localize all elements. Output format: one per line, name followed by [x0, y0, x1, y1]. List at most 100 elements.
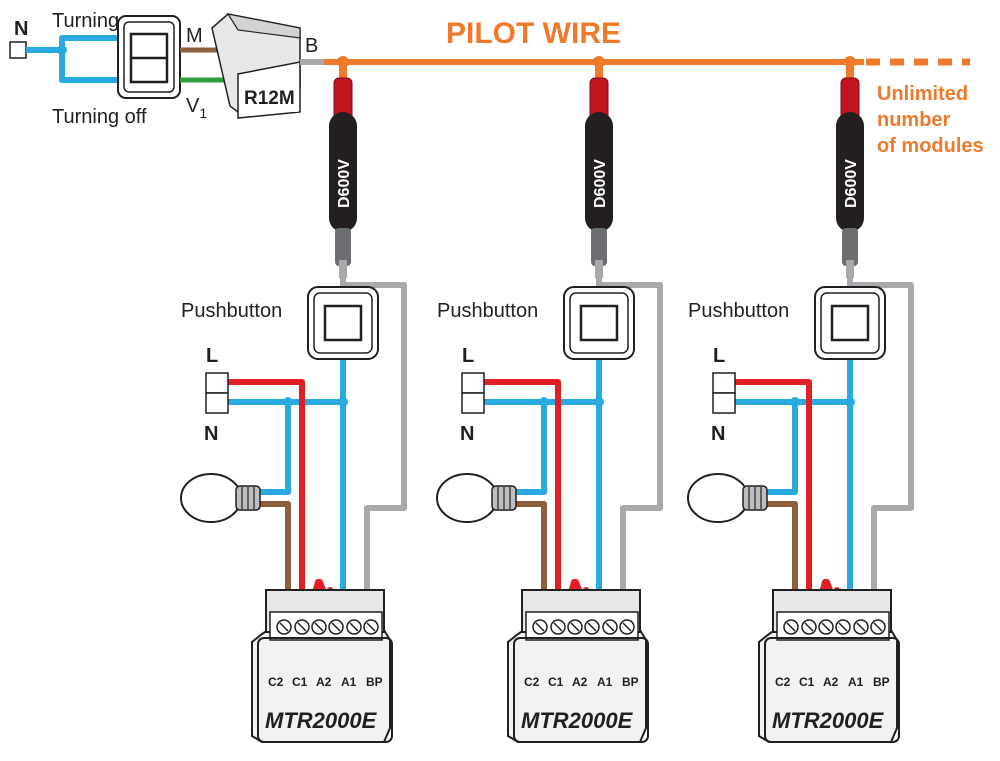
l-terminal — [712, 372, 736, 394]
terminal-label-c1: C1 — [548, 675, 564, 689]
v-label: V — [186, 95, 200, 117]
n-terminal-label: N — [14, 18, 28, 40]
n-label: N — [460, 423, 474, 445]
pushbutton-label: Pushbutton — [437, 300, 538, 322]
screw-slot — [786, 622, 796, 632]
terminal-label-a1: A1 — [848, 675, 864, 689]
screw-slot — [366, 622, 376, 632]
module-outline — [513, 637, 649, 743]
diode-tail — [339, 260, 347, 278]
screw-slot — [570, 622, 580, 632]
pushbutton-key — [323, 304, 363, 342]
screw-slot — [622, 622, 632, 632]
terminal-label-c1: C1 — [292, 675, 308, 689]
module-outline — [257, 637, 393, 743]
l-terminal — [205, 372, 229, 394]
screw-slot — [838, 622, 848, 632]
junction-dot — [845, 397, 855, 407]
l-label: L — [206, 345, 218, 367]
junction-dot — [283, 397, 293, 407]
terminal-label-bp: BP — [873, 675, 890, 689]
terminal-label-a2: A2 — [572, 675, 588, 689]
diode-label: D600V — [592, 159, 609, 208]
terminal-label-a1: A1 — [597, 675, 613, 689]
diode-label: D600V — [843, 159, 860, 208]
pushbutton-key — [830, 304, 870, 342]
n-label: N — [711, 423, 725, 445]
screw-slot — [314, 622, 324, 632]
screw-slot — [279, 622, 289, 632]
mtr2000e-module: C2 C1 A2 A1 BP MTR2000E — [507, 589, 649, 743]
junction-dot — [594, 397, 604, 407]
diode-label: D600V — [336, 159, 353, 208]
n-terminal — [9, 41, 27, 59]
terminal-label-c1: C1 — [799, 675, 815, 689]
return-wire — [340, 276, 407, 598]
module-name: MTR2000E — [521, 708, 634, 733]
diode-body — [585, 112, 613, 232]
screw-slot — [873, 622, 883, 632]
l-label: L — [462, 345, 474, 367]
module-outline — [764, 637, 900, 743]
terminal-label-c2: C2 — [775, 675, 791, 689]
n-label: N — [204, 423, 218, 445]
junction-dot — [539, 397, 549, 407]
terminal-label-c2: C2 — [268, 675, 284, 689]
lamp-wire — [514, 501, 547, 598]
junction-dot — [57, 45, 67, 55]
turning-off-label: Turning off — [52, 106, 147, 128]
diode-body — [329, 112, 357, 232]
pushbutton-label: Pushbutton — [181, 300, 282, 322]
v-subscript: 1 — [199, 105, 207, 121]
lamp-wire — [765, 501, 798, 598]
terminal-label-a1: A1 — [341, 675, 357, 689]
b-label: B — [305, 35, 318, 57]
pushbutton-label: Pushbutton — [688, 300, 789, 322]
screw-slot — [605, 622, 615, 632]
pushbutton-key — [579, 304, 619, 342]
n-terminal — [461, 392, 485, 414]
lamp-bulb — [180, 473, 242, 523]
svg-text:V1: V1 — [186, 95, 207, 121]
screw-slot — [821, 622, 831, 632]
screw-slot — [553, 622, 563, 632]
pilot-drop — [846, 64, 854, 84]
svg-text:Unlimited number o: Unlimited number of modules — [877, 83, 984, 157]
double-switch — [117, 15, 181, 99]
diode-tail — [595, 260, 603, 278]
unlimited-line-1: Unlimited — [877, 83, 968, 105]
return-wire — [847, 276, 914, 598]
pilot-drop — [339, 64, 347, 84]
module-name: MTR2000E — [265, 708, 378, 733]
screw-slot — [587, 622, 597, 632]
n-terminal — [712, 392, 736, 414]
terminal-label-c2: C2 — [524, 675, 540, 689]
screw-slot — [349, 622, 359, 632]
module-name: MTR2000E — [772, 708, 885, 733]
return-wire — [596, 276, 663, 598]
diode-gray-lead — [335, 228, 351, 266]
screw-slot — [856, 622, 866, 632]
screw-slot — [297, 622, 307, 632]
pilot-drop — [595, 64, 603, 84]
diode-gray-lead — [842, 228, 858, 266]
mtr2000e-module: C2 C1 A2 A1 BP MTR2000E — [758, 589, 900, 743]
m-label: M — [186, 25, 203, 47]
lamp-bulb — [436, 473, 498, 523]
lamp-wire — [258, 501, 291, 598]
unlimited-line-3: of modules — [877, 135, 984, 157]
r12m-relay: R12M — [211, 13, 301, 119]
l-label: L — [713, 345, 725, 367]
l-terminal — [461, 372, 485, 394]
n-terminal — [205, 392, 229, 414]
terminal-label-a2: A2 — [316, 675, 332, 689]
terminal-label-a2: A2 — [823, 675, 839, 689]
diode-tail — [846, 260, 854, 278]
relay-label: R12M — [244, 88, 295, 109]
diode-body — [836, 112, 864, 232]
terminal-label-bp: BP — [622, 675, 639, 689]
